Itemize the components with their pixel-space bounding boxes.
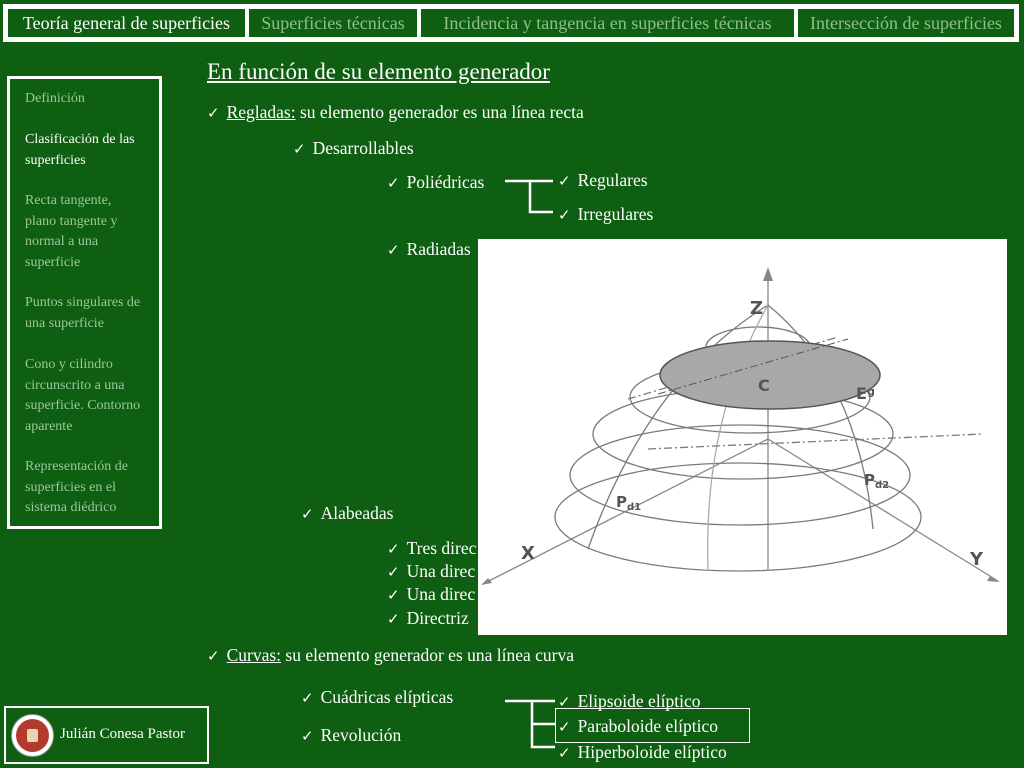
check-icon: ✓ bbox=[558, 172, 571, 190]
alabeadas-item-1: ✓ Tres direc bbox=[387, 538, 476, 559]
irregulares-line: ✓ Irregulares bbox=[558, 204, 653, 225]
university-seal-logo bbox=[11, 714, 54, 757]
check-icon: ✓ bbox=[387, 241, 400, 259]
tab-superficies-tecnicas[interactable]: Superficies técnicas bbox=[249, 9, 417, 37]
check-icon: ✓ bbox=[387, 540, 400, 558]
check-icon: ✓ bbox=[387, 563, 400, 581]
regladas-title[interactable]: Regladas: bbox=[226, 102, 296, 122]
bracket-cuadricas bbox=[505, 699, 555, 749]
curvas-title[interactable]: Curvas: bbox=[226, 645, 282, 665]
axis-x-label: X bbox=[521, 543, 535, 564]
tab-incidencia-tangencia[interactable]: Incidencia y tangencia en superficies té… bbox=[421, 9, 794, 37]
curvas-text: su elemento generador es una línea curva bbox=[281, 645, 575, 665]
center-c-label: C bbox=[758, 376, 770, 395]
poliedricas-line: ✓ Poliédricas bbox=[387, 172, 484, 193]
desarrollables-label: Desarrollables bbox=[312, 138, 414, 158]
sidebar-item-definicion[interactable]: Definición bbox=[25, 91, 85, 106]
check-icon: ✓ bbox=[207, 104, 220, 122]
sidebar: Definición Clasificación de las superfic… bbox=[7, 76, 162, 529]
desarrollables-line: ✓ Desarrollables bbox=[293, 138, 414, 159]
alabeadas-item-2: ✓ Una direc bbox=[387, 561, 475, 582]
alabeadas-item-4: ✓ Directriz bbox=[387, 608, 469, 629]
sidebar-item-clasificacion[interactable]: Clasificación de las superficies bbox=[25, 132, 135, 168]
alabeadas-line: ✓ Alabeadas bbox=[301, 503, 393, 524]
check-icon: ✓ bbox=[558, 206, 571, 224]
radiadas-label: Radiadas bbox=[406, 239, 471, 259]
check-icon: ✓ bbox=[301, 727, 314, 745]
regladas-line: ✓ Regladas: su elemento generador es una … bbox=[207, 102, 584, 123]
alabeadas-item-label: Una direc bbox=[406, 584, 476, 604]
radiadas-line: ✓ Radiadas bbox=[387, 239, 471, 260]
irregulares-label: Irregulares bbox=[577, 204, 654, 224]
cuadricas-label: Cuádricas elípticas bbox=[320, 687, 454, 707]
pd1-label: Pd1 bbox=[616, 493, 641, 513]
axis-y-label: Y bbox=[969, 549, 984, 570]
check-icon: ✓ bbox=[293, 140, 306, 158]
sidebar-item-cono-cilindro[interactable]: Cono y cilindro circunscrito a una super… bbox=[25, 357, 141, 434]
author-box: Julián Conesa Pastor bbox=[4, 706, 209, 764]
bracket-poliedricas bbox=[505, 179, 553, 214]
check-icon: ✓ bbox=[301, 505, 314, 523]
revolucion-line: ✓ Revolución bbox=[301, 725, 401, 746]
paraboloide-line: ✓ Paraboloide elíptico bbox=[558, 716, 718, 737]
tab-interseccion[interactable]: Intersección de superficies bbox=[798, 9, 1014, 37]
alabeadas-item-3: ✓ Una direc bbox=[387, 584, 475, 605]
alabeadas-label: Alabeadas bbox=[320, 503, 394, 523]
hiperboloide-label: Hiperboloide elíptico bbox=[577, 742, 727, 762]
check-icon: ✓ bbox=[558, 718, 571, 736]
alabeadas-item-label: Directriz bbox=[406, 608, 469, 628]
elipsoide-line: ✓ Elipsoide elíptico bbox=[558, 691, 701, 712]
axis-z-label: Z bbox=[750, 298, 763, 319]
sidebar-item-representacion[interactable]: Representación de superficies en el sist… bbox=[25, 459, 129, 515]
page-heading: En función de su elemento generador bbox=[207, 59, 550, 84]
check-icon: ✓ bbox=[558, 693, 571, 711]
check-icon: ✓ bbox=[387, 586, 400, 604]
elipsoide-label: Elipsoide elíptico bbox=[577, 691, 701, 711]
author-name: Julián Conesa Pastor bbox=[60, 726, 185, 742]
check-icon: ✓ bbox=[387, 174, 400, 192]
tab-bar: Teoría general de superficies Superficie… bbox=[3, 4, 1019, 42]
curvas-line: ✓ Curvas: su elemento generador es una lí… bbox=[207, 645, 574, 666]
poliedricas-label: Poliédricas bbox=[406, 172, 485, 192]
sidebar-item-recta-tangente[interactable]: Recta tangente, plano tangente y normal … bbox=[25, 193, 118, 270]
regulares-label: Regulares bbox=[577, 170, 648, 190]
regulares-line: ✓ Regulares bbox=[558, 170, 648, 191]
paraboloide-label: Paraboloide elíptico bbox=[577, 716, 719, 736]
eg-label: Eg bbox=[856, 384, 875, 403]
check-icon: ✓ bbox=[558, 744, 571, 762]
check-icon: ✓ bbox=[301, 689, 314, 707]
hiperboloide-line: ✓ Hiperboloide elíptico bbox=[558, 742, 727, 763]
regladas-text: su elemento generador es una línea recta bbox=[295, 102, 584, 122]
revolucion-label: Revolución bbox=[320, 725, 402, 745]
alabeadas-item-label: Una direc bbox=[406, 561, 476, 581]
tab-teoria-general[interactable]: Teoría general de superficies bbox=[8, 9, 245, 37]
check-icon: ✓ bbox=[207, 647, 220, 665]
cuadricas-line: ✓ Cuádricas elípticas bbox=[301, 687, 453, 708]
surface-diagram-svg: Z X Y C Eg Pd1 Pd2 bbox=[481, 267, 1000, 585]
check-icon: ✓ bbox=[387, 610, 400, 628]
paraboloide-highlight[interactable] bbox=[555, 708, 750, 743]
pd2-label: Pd2 bbox=[864, 471, 889, 491]
alabeadas-item-label: Tres direc bbox=[406, 538, 477, 558]
surface-diagram: Z X Y C Eg Pd1 Pd2 bbox=[478, 239, 1007, 635]
sidebar-item-puntos-singulares[interactable]: Puntos singulares de una superficie bbox=[25, 295, 141, 331]
